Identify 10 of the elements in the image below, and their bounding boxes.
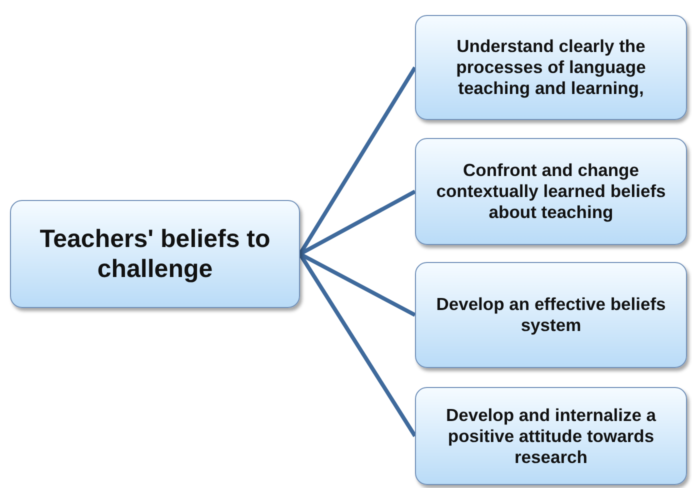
process-box — [10, 200, 300, 308]
process-box — [415, 387, 687, 485]
node-text: Understand clearly the processes of language teaching and learning, — [455, 36, 647, 99]
process-box — [415, 138, 687, 245]
process-box — [415, 15, 687, 120]
process-box — [415, 262, 687, 368]
node-text: Develop and internalize a positive attitude towards research — [444, 404, 658, 468]
node-text: Confront and change contextually learned beliefs about teaching — [435, 160, 667, 223]
node-text: Develop an effective beliefs system — [435, 294, 667, 336]
node-text: Teachers' beliefs to challenge — [38, 224, 272, 284]
